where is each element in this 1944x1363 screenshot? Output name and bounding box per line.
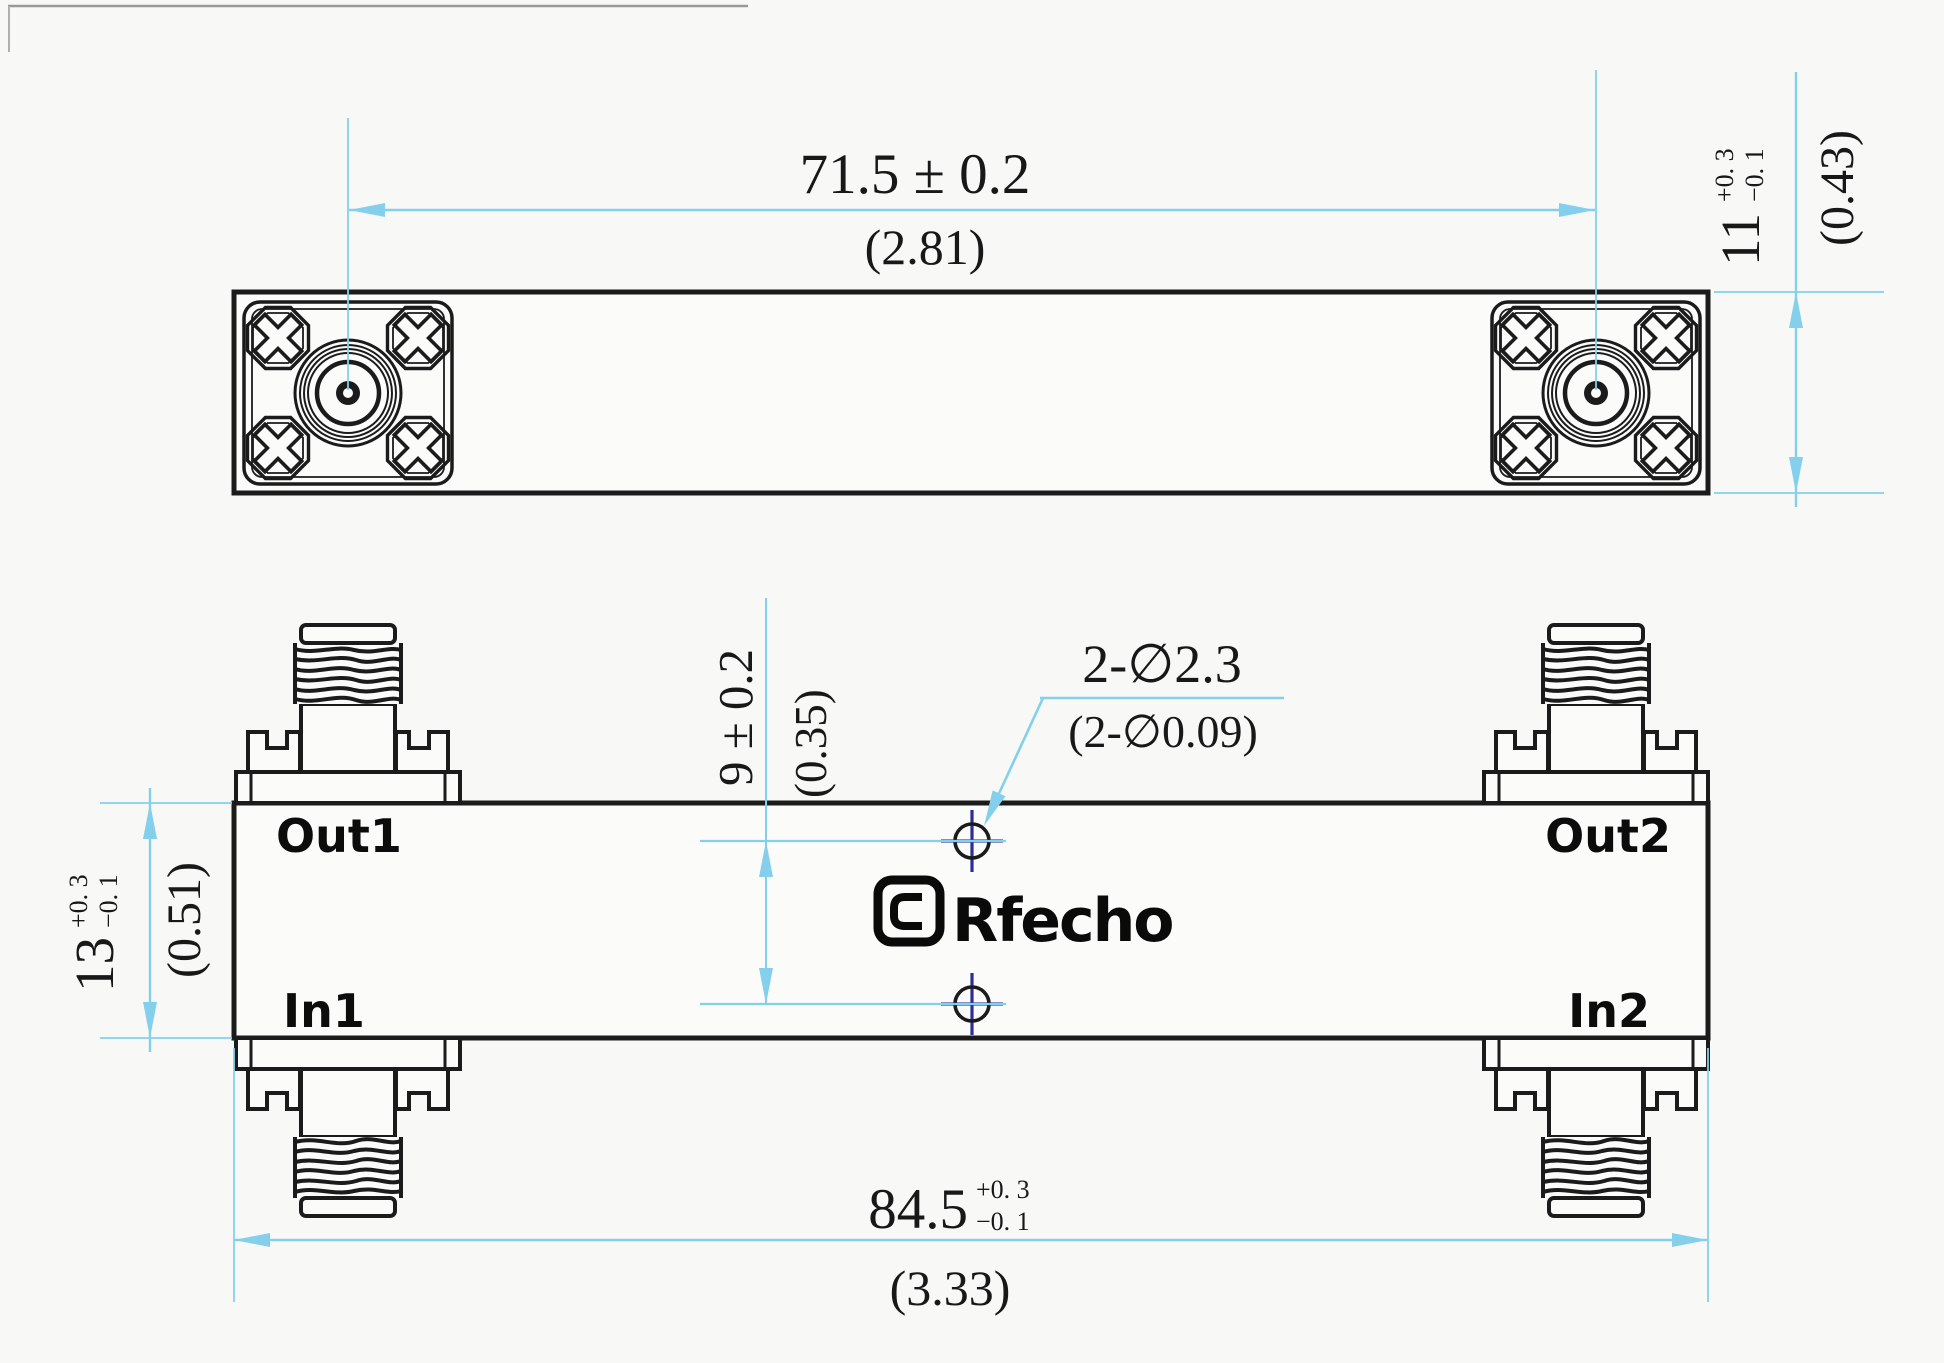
dim-text-13: 13	[64, 937, 125, 992]
rfecho-logo-icon	[873, 875, 945, 947]
dim-text-0-43-inch: (0.43)	[1811, 130, 1864, 246]
page-border-artifact	[8, 4, 748, 52]
dim-front-view-height: 13 +0. 3 −0. 1 (0.51)	[64, 788, 232, 1052]
callout-holes: 2-∅2.3 (2-∅0.09)	[984, 634, 1284, 826]
dim-top-view-height: 11 +0. 3 −0. 1 (0.43)	[1710, 72, 1884, 507]
dim-text-11-tol-up: +0. 3	[1710, 148, 1739, 202]
dim-text-84-5-tol-dn: −0. 1	[976, 1207, 1030, 1236]
front-view: Out1 Out2 In1 In2	[231, 623, 1711, 1218]
dim-text-11: 11	[1710, 213, 1771, 266]
sma-connector-out2-icon	[1482, 623, 1710, 805]
port-label-in2: In2	[1568, 984, 1650, 1038]
sma-connector-in1-icon	[234, 1036, 462, 1218]
dim-text-3-33-inch: (3.33)	[890, 1260, 1011, 1316]
dim-text-13-tol-dn: −0. 1	[94, 874, 123, 928]
dim-body-width: 84.5 +0. 3 −0. 1 (3.33)	[233, 1048, 1709, 1316]
dim-text-9: 9 ± 0.2	[708, 649, 763, 786]
rfecho-watermark: Rfecho	[873, 875, 1175, 956]
callout-text-2-d2-3: 2-∅2.3	[1082, 634, 1242, 694]
port-label-in1: In1	[283, 984, 365, 1038]
top-view-body	[231, 289, 1711, 496]
dim-hole-spacing: 9 ± 0.2 (0.35)	[700, 598, 1006, 1006]
dim-text-11-tol-dn: −0. 1	[1740, 148, 1769, 202]
callout-text-2-d0-09-inch: (2-∅0.09)	[1068, 706, 1258, 757]
rfecho-logo-text: Rfecho	[952, 886, 1173, 956]
dim-connector-spacing: 71.5 ± 0.2 (2.81)	[347, 70, 1597, 390]
dim-text-84-5: 84.5	[868, 1178, 968, 1241]
dim-text-2-81-inch: (2.81)	[865, 219, 986, 275]
dim-text-84-5-tol-up: +0. 3	[976, 1175, 1030, 1204]
sma-connector-out1-icon	[234, 623, 462, 805]
dim-text-13-tol-up: +0. 3	[64, 874, 93, 928]
dim-text-0-35-inch: (0.35)	[786, 689, 836, 798]
dim-text-0-51-inch: (0.51)	[158, 862, 211, 978]
port-label-out1: Out1	[276, 809, 402, 863]
sma-connector-in2-icon	[1482, 1036, 1710, 1218]
top-view	[231, 289, 1711, 496]
port-label-out2: Out2	[1545, 809, 1671, 863]
dim-text-71-5: 71.5 ± 0.2	[800, 143, 1031, 206]
